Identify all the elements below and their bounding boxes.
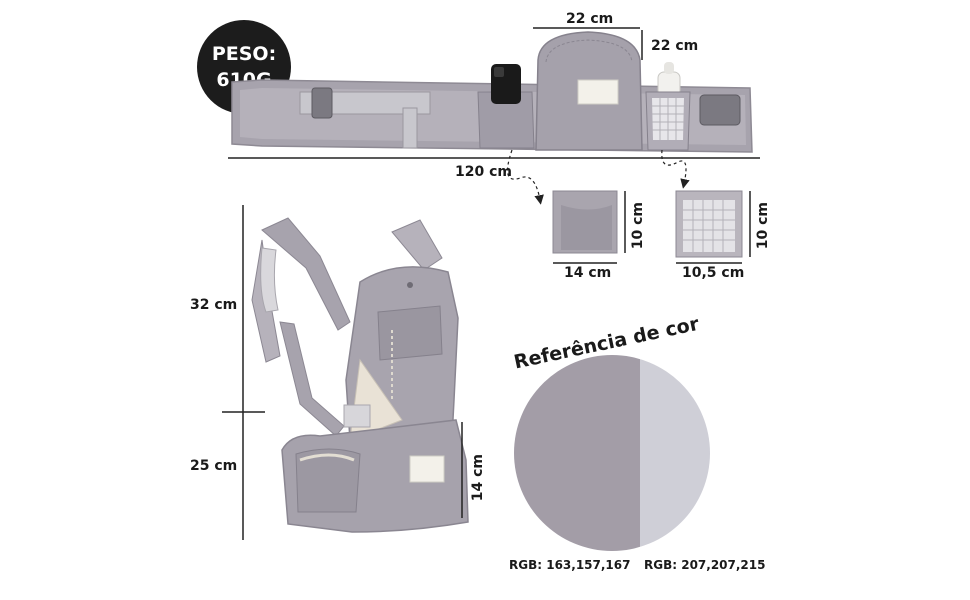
seat-height-label: 14 cm [470, 454, 486, 502]
weight-label: PESO: [211, 43, 277, 65]
left-pocket-width-label: 14 cm [564, 265, 612, 281]
pouch-height-label: 22 cm [651, 38, 699, 54]
belt-dimension-lines [228, 27, 760, 159]
rgb-right-label: RGB: 207,207,215 [644, 558, 766, 572]
color-swatch-right [640, 355, 710, 551]
right-pocket [675, 190, 743, 258]
arrow-right-pocket [661, 149, 690, 189]
baby-carrier [251, 217, 469, 533]
right-pocket-height-label: 10 cm [755, 202, 771, 250]
pouch-width-label: 22 cm [566, 11, 614, 27]
left-pocket [552, 190, 618, 254]
belt-width-label: 120 cm [455, 164, 512, 180]
pocket-dimension-lines [553, 191, 751, 264]
lower-height-label: 25 cm [190, 458, 238, 474]
right-pocket-width-label: 10,5 cm [682, 265, 745, 281]
color-swatch-left [514, 355, 640, 551]
color-reference-circle [514, 355, 710, 551]
upper-height-label: 32 cm [190, 297, 238, 313]
left-pocket-height-label: 10 cm [630, 202, 646, 250]
carrier-dimension-lines [222, 205, 463, 540]
hip-belt [231, 31, 753, 153]
rgb-left-label: RGB: 163,157,167 [509, 558, 631, 572]
arrow-left-pocket [506, 149, 544, 205]
